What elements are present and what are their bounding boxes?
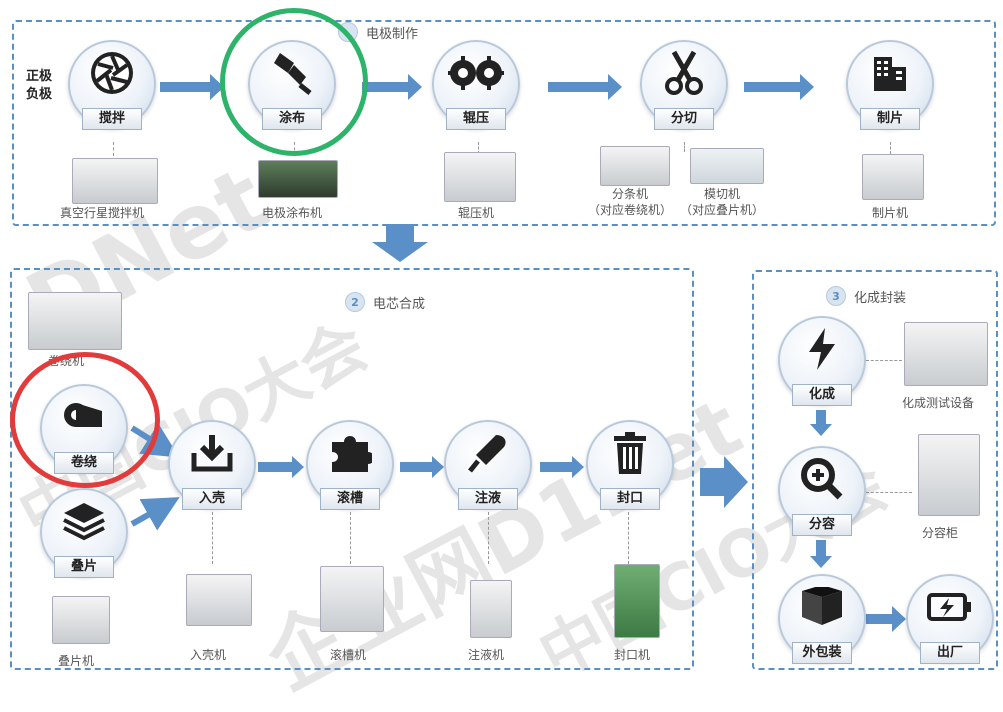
arrow-right (160, 74, 224, 100)
node-label: 注液 (458, 488, 518, 510)
aperture-icon (68, 48, 156, 98)
highlight-red-circle (10, 352, 160, 488)
lightning-icon (778, 324, 866, 374)
arrow-right (258, 456, 304, 478)
arrow-right (362, 74, 422, 100)
connector (866, 492, 912, 493)
inbox-icon (168, 428, 256, 478)
caption-zhuye: 注液机 (468, 646, 504, 663)
caption-diepian: 叠片机 (58, 652, 94, 669)
connector (113, 142, 114, 156)
caption-fenqie-a: 分条机（对应卷绕机） (588, 186, 672, 218)
node-label: 入壳 (182, 488, 242, 510)
node-label: 叠片 (54, 556, 114, 578)
arrow-right (400, 456, 444, 478)
caption-fenqie-b: 模切机（对应叠片机） (680, 186, 764, 218)
connector (350, 512, 351, 564)
box-icon (778, 582, 866, 632)
machine-image (320, 566, 384, 632)
machine-image (52, 596, 110, 644)
arrow-diagonal (132, 506, 164, 524)
connector (684, 142, 685, 152)
node-label: 滚槽 (320, 488, 380, 510)
caption-fengkou: 封口机 (614, 646, 650, 663)
node-label: 出厂 (920, 642, 980, 664)
trash-icon (586, 428, 674, 478)
node-huacheng: 化成 (778, 316, 866, 404)
puzzle-icon (306, 428, 394, 478)
node-zhipian: 制片 (846, 40, 934, 128)
caption-tubu: 电极涂布机 (262, 204, 322, 221)
dropper-icon (444, 428, 532, 478)
node-jiaoban: 搅拌 (68, 40, 156, 128)
machine-image (72, 158, 158, 204)
node-label: 化成 (792, 384, 852, 406)
node-yaya: 辊压 (432, 40, 520, 128)
node-label: 封口 (600, 488, 660, 510)
arrow-right (744, 74, 814, 100)
machine-image (904, 322, 988, 386)
connector (488, 512, 489, 564)
machine-image (28, 292, 122, 350)
highlight-green-circle (220, 8, 368, 156)
machine-image (614, 564, 660, 638)
caption-zhipian: 制片机 (872, 204, 908, 221)
caption-gunqiao: 滚槽机 (330, 646, 366, 663)
arrow-right (548, 74, 622, 100)
machine-image (444, 152, 516, 202)
zoom-in-icon (778, 454, 866, 504)
node-chuchang: 出厂 (906, 574, 994, 662)
caption-yaya: 辊压机 (458, 204, 494, 221)
connector (212, 512, 213, 564)
node-label: 辊压 (446, 108, 506, 130)
machine-image (470, 580, 512, 638)
connector (628, 512, 629, 564)
building-icon (846, 48, 934, 98)
machine-image (600, 146, 670, 186)
caption-fenrong: 分容柜 (922, 524, 958, 541)
arrow-down (810, 540, 832, 568)
scissors-icon (640, 48, 728, 98)
connector (866, 360, 902, 361)
machine-image (918, 434, 980, 516)
node-waibaozhuang: 外包装 (778, 574, 866, 662)
arrow-right (540, 456, 584, 478)
node-fenqie: 分切 (640, 40, 728, 128)
layers-icon (40, 496, 128, 546)
node-label: 外包装 (792, 642, 852, 664)
arrow-down (372, 224, 428, 262)
node-gunqiao: 滚槽 (306, 420, 394, 508)
caption-huacheng: 化成测试设备 (902, 394, 974, 411)
arrow-right-large (700, 456, 748, 508)
node-label: 搅拌 (82, 108, 142, 130)
node-label: 分容 (792, 514, 852, 536)
node-fenrong: 分容 (778, 446, 866, 534)
node-label: 分切 (654, 108, 714, 130)
connector (890, 142, 891, 154)
gears-icon (432, 48, 520, 98)
arrow-down (810, 410, 832, 436)
node-ruke: 入壳 (168, 420, 256, 508)
caption-ruke: 入壳机 (190, 646, 226, 663)
machine-image (258, 160, 338, 198)
node-label: 制片 (860, 108, 920, 130)
node-zhuye: 注液 (444, 420, 532, 508)
machine-image (690, 148, 764, 184)
caption-jiaoban: 真空行星搅拌机 (60, 204, 144, 221)
machine-image (862, 154, 924, 200)
arrow-right (866, 606, 906, 632)
battery-icon (906, 582, 994, 632)
node-diepian: 叠片 (40, 488, 128, 576)
node-fengkou: 封口 (586, 420, 674, 508)
machine-image (186, 574, 252, 626)
